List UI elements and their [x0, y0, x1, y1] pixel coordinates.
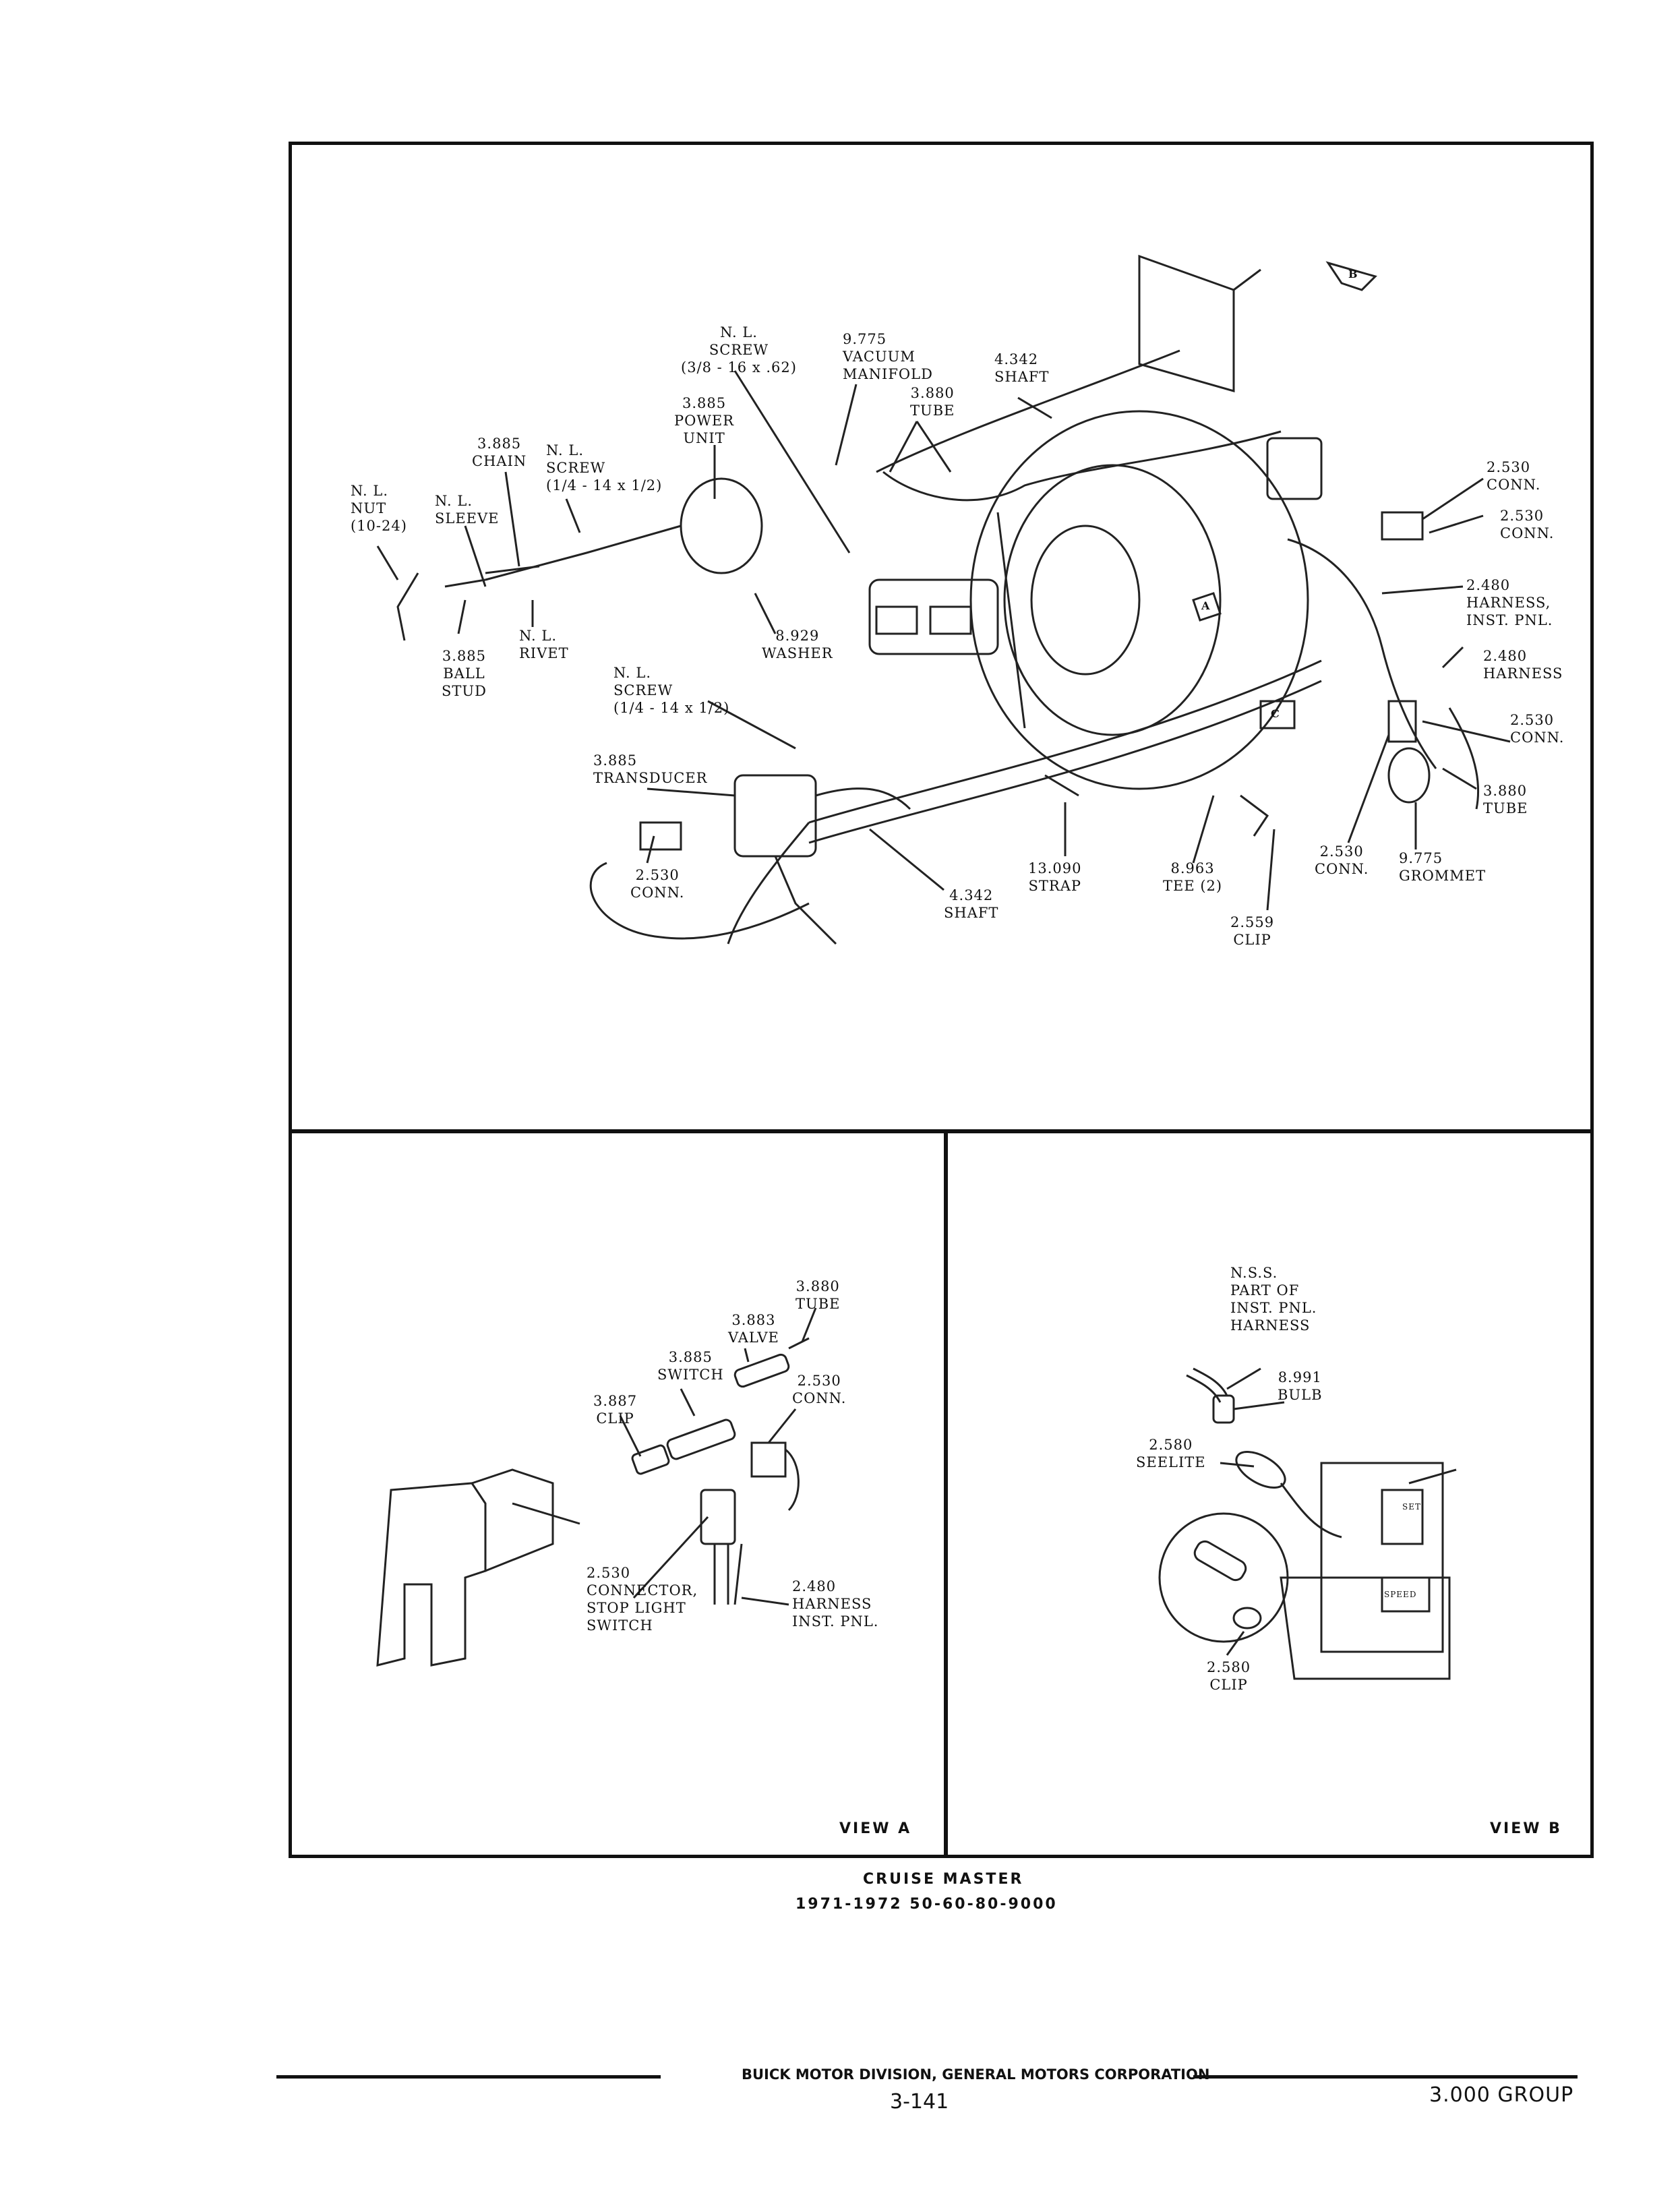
label-view-b-seelite: 2.580 SEELITE: [1136, 1437, 1206, 1470]
label-nl-sleeve: N. L. SLEEVE: [435, 493, 500, 527]
panel-text-set: SET: [1402, 1502, 1421, 1512]
label-conn-r2: 2.530 CONN.: [1500, 508, 1555, 541]
label-view-a-connector: 2.530 CONNECTOR, STOP LIGHT SWITCH: [587, 1565, 698, 1634]
label-nl-nut: N. L. NUT (10-24): [351, 483, 407, 534]
label-harness-r: 2.480 HARNESS: [1483, 648, 1563, 682]
label-tube-top: 3.880 TUBE: [910, 385, 955, 419]
label-view-a-tube: 3.880 TUBE: [796, 1278, 841, 1312]
label-nl-screw-top: N. L. SCREW (3/8 - 16 x .62): [681, 324, 797, 376]
label-view-b-nss: N.S.S. PART OF INST. PNL. HARNESS: [1230, 1265, 1317, 1334]
page-number: 3-141: [890, 2090, 949, 2114]
label-tee: 8.963 TEE (2): [1163, 860, 1223, 894]
label-transducer: 3.885 TRANSDUCER: [593, 752, 708, 786]
label-tube-r: 3.880 TUBE: [1483, 783, 1528, 816]
label-nl-screw-mid: N. L. SCREW (1/4 - 14 x 1/2): [613, 665, 730, 716]
label-power-unit: 3.885 POWER UNIT: [674, 395, 735, 446]
figure-caption-models: 1971-1972 50-60-80-9000: [796, 1896, 1058, 1913]
label-view-a-harness: 2.480 HARNESS INST. PNL.: [792, 1578, 879, 1630]
label-view-a-clip: 3.887 CLIP: [593, 1393, 638, 1427]
view-b-title: VIEW B: [1490, 1820, 1562, 1837]
label-view-b-clip: 2.580 CLIP: [1207, 1659, 1251, 1693]
label-nl-rivet: N. L. RIVET: [519, 628, 569, 661]
footer-rule-right: [1193, 2075, 1578, 2079]
figure-caption-title: CRUISE MASTER: [863, 1871, 1024, 1888]
label-vacuum-manifold: 9.775 VACUUM MANIFOLD: [843, 331, 933, 382]
label-strap: 13.090 STRAP: [1028, 860, 1082, 894]
label-shaft-bottom: 4.342 SHAFT: [944, 887, 999, 921]
label-conn-mid: 2.530 CONN.: [1315, 843, 1369, 877]
footer-group: 3.000 GROUP: [1429, 2083, 1574, 2107]
view-b-panel: [944, 1130, 1594, 1858]
label-view-a-valve: 3.883 VALVE: [728, 1312, 779, 1346]
label-clip: 2.559 CLIP: [1230, 914, 1275, 948]
view-a-title: VIEW A: [839, 1820, 912, 1837]
footer-rule-left: [276, 2075, 661, 2079]
label-chain: 3.885 CHAIN: [472, 436, 527, 469]
label-nl-screw-left: N. L. SCREW (1/4 - 14 x 1/2): [546, 442, 663, 494]
label-washer: 8.929 WASHER: [762, 628, 833, 661]
panel-text-speed: SPEED: [1384, 1590, 1417, 1599]
label-conn-r1: 2.530 CONN.: [1487, 459, 1541, 493]
label-view-b-bulb: 8.991 BULB: [1278, 1369, 1323, 1403]
label-ball-stud: 3.885 BALL STUD: [442, 648, 487, 699]
label-conn-left: 2.530 CONN.: [630, 867, 685, 901]
marker-a: A: [1201, 599, 1211, 612]
label-conn-r3: 2.530 CONN.: [1510, 712, 1565, 746]
footer-division: BUICK MOTOR DIVISION, GENERAL MOTORS COR…: [742, 2066, 1210, 2083]
marker-b: B: [1348, 268, 1358, 280]
label-grommet: 9.775 GROMMET: [1399, 850, 1487, 884]
label-harness-inst: 2.480 HARNESS, INST. PNL.: [1466, 577, 1553, 628]
label-shaft-top: 4.342 SHAFT: [994, 351, 1050, 385]
label-view-a-switch: 3.885 SWITCH: [657, 1349, 724, 1383]
marker-c: C: [1271, 707, 1280, 720]
label-view-a-conn: 2.530 CONN.: [792, 1373, 847, 1406]
